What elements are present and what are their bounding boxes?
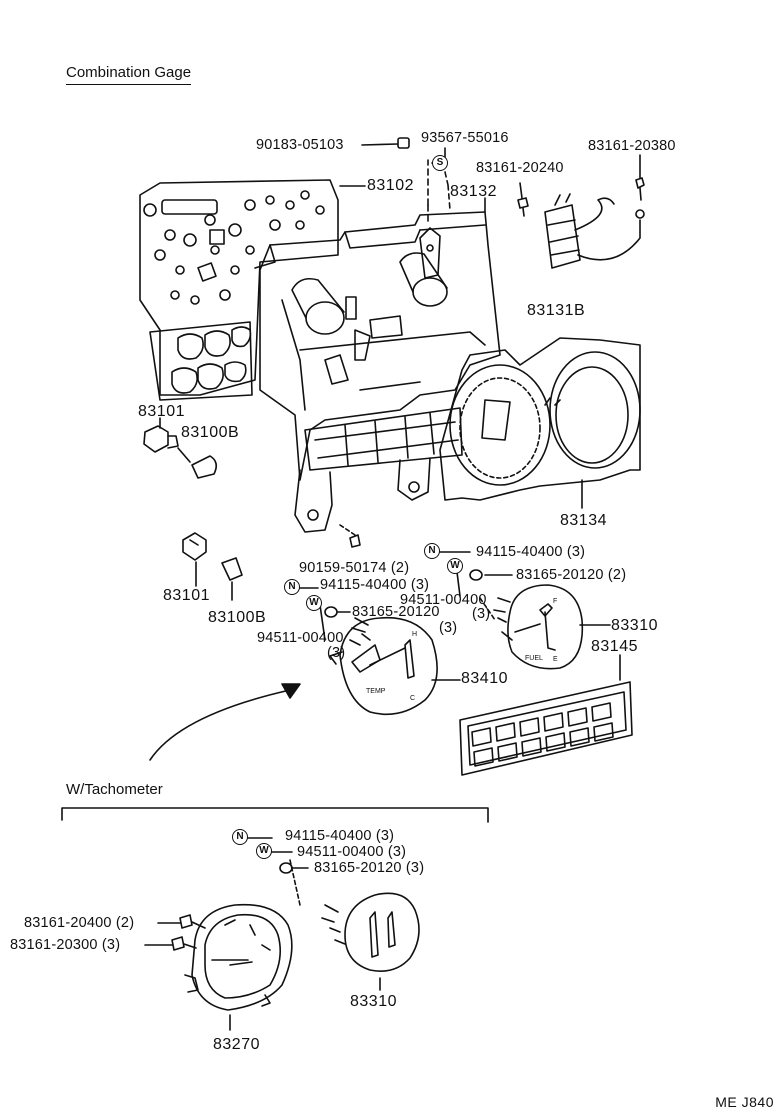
label-83270: 83270 [213, 1036, 260, 1053]
clip-90183-05103 [397, 137, 410, 149]
w-symbol-icon-b: W [306, 595, 322, 611]
socket-83101-b [182, 532, 207, 561]
label-83161-20240: 83161-20240 [476, 160, 564, 176]
label-94511-00400-c: 94511-00400 (3) [297, 844, 407, 860]
label-83161-20400: 83161-20400 (2) [24, 915, 135, 931]
n-symbol-icon-a: N [424, 543, 440, 559]
screw-83161-20380 [635, 177, 645, 201]
label-94511-00400-b: 94511-00400 [257, 630, 344, 646]
label-83165-20120-b-qty: (3) [439, 620, 458, 636]
temp-gauge-83410 [329, 616, 438, 716]
n-symbol-icon-b: N [284, 579, 300, 595]
tachometer-83270 [184, 903, 293, 1011]
screw-83161-20240 [517, 197, 529, 217]
w-symbol-icon-a: W [447, 558, 463, 574]
combo-gauge-83310-b [321, 892, 420, 972]
label-83134: 83134 [560, 512, 607, 529]
w-symbol-icon-c: W [256, 843, 272, 859]
s-symbol-icon: S [432, 155, 448, 171]
label-94511-00400-b-qty: (3) [327, 645, 346, 661]
label-83165-20120-c: 83165-20120 (3) [314, 860, 425, 876]
gage-lens-83134 [439, 337, 641, 501]
diagram-title: Combination Gage [66, 64, 192, 85]
label-83100b-a: 83100B [181, 424, 240, 441]
drawing-code: ME J840 [715, 1094, 774, 1110]
label-83100b-b: 83100B [208, 609, 267, 626]
label-83410: 83410 [461, 670, 508, 687]
label-83132: 83132 [450, 183, 497, 200]
label-90183-05103: 90183-05103 [256, 137, 344, 153]
label-94115-40400-c: 94115-40400 (3) [285, 828, 395, 844]
label-83161-20380: 83161-20380 [588, 138, 676, 154]
temp-c-text: C [410, 695, 415, 702]
label-83310-a: 83310 [611, 617, 658, 634]
screw-83161-20400 [179, 914, 206, 929]
label-94115-40400-a: 94115-40400 (3) [476, 544, 586, 560]
printed-wire-83131b [544, 193, 645, 269]
label-83145: 83145 [591, 638, 638, 655]
faceplate-83145 [459, 681, 633, 776]
label-83131b: 83131B [527, 302, 586, 319]
screw-83161-20300 [171, 936, 197, 951]
label-83102: 83102 [367, 177, 414, 194]
label-94511-00400-a-qty: (3) [472, 606, 491, 622]
label-83161-20300: 83161-20300 (3) [10, 937, 121, 953]
label-94115-40400-b: 94115-40400 (3) [320, 577, 430, 593]
label-83165-20120-a: 83165-20120 (2) [516, 567, 627, 583]
gage-housing-83132 [254, 159, 501, 533]
screw-90159-50174 [339, 524, 361, 548]
fuel-text: FUEL [525, 655, 543, 662]
label-94511-00400-a: 94511-00400 [400, 592, 487, 608]
fuel-gauge-83310-a [493, 584, 584, 670]
label-83165-20120-b: 83165-20120 [352, 604, 440, 620]
label-83101-a: 83101 [138, 403, 185, 420]
section-label-w-tachometer: W/Tachometer [66, 781, 163, 798]
label-83101-b: 83101 [163, 587, 210, 604]
label-93567-55016: 93567-55016 [421, 130, 509, 146]
bulb-83100b-b [221, 557, 243, 581]
fuel-e-text: E [553, 656, 558, 663]
label-90159-50174: 90159-50174 (2) [299, 560, 410, 576]
printed-circuit-board-83102 [139, 179, 339, 401]
temp-text: TEMP [366, 688, 386, 695]
socket-83101-a [143, 425, 179, 453]
label-83310-b: 83310 [350, 993, 397, 1010]
temp-h-text: H [412, 631, 417, 638]
n-symbol-icon-c: N [232, 829, 248, 845]
fuel-f-text: F [553, 598, 557, 605]
bulb-83100b-a [191, 455, 218, 479]
